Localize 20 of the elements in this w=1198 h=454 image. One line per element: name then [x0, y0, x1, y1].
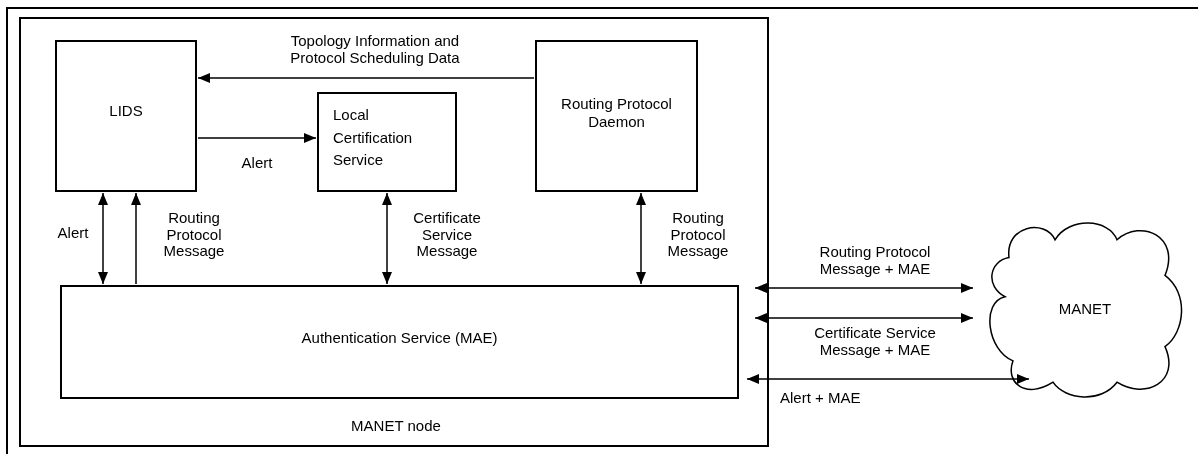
arrow [746, 374, 1030, 384]
arrow [754, 283, 974, 293]
arrow [98, 192, 108, 285]
arrow [197, 133, 317, 143]
node-label: LIDS [108, 102, 144, 120]
node-label: Routing Protocol Daemon [560, 95, 673, 131]
container-box [19, 17, 769, 447]
node-label: Local Certification Service [333, 105, 414, 170]
process-box [317, 92, 457, 192]
node-label: Authentication Service (MAE) [300, 329, 499, 347]
node-label: MANET node [350, 417, 442, 435]
node-label: MANET [1057, 300, 1113, 318]
arrow [131, 192, 141, 285]
process-box [535, 40, 698, 192]
arrow [197, 73, 535, 83]
arrow [754, 313, 974, 323]
process-box [55, 40, 197, 192]
arrow [382, 192, 392, 285]
arrow [636, 192, 646, 285]
process-box [60, 285, 739, 399]
